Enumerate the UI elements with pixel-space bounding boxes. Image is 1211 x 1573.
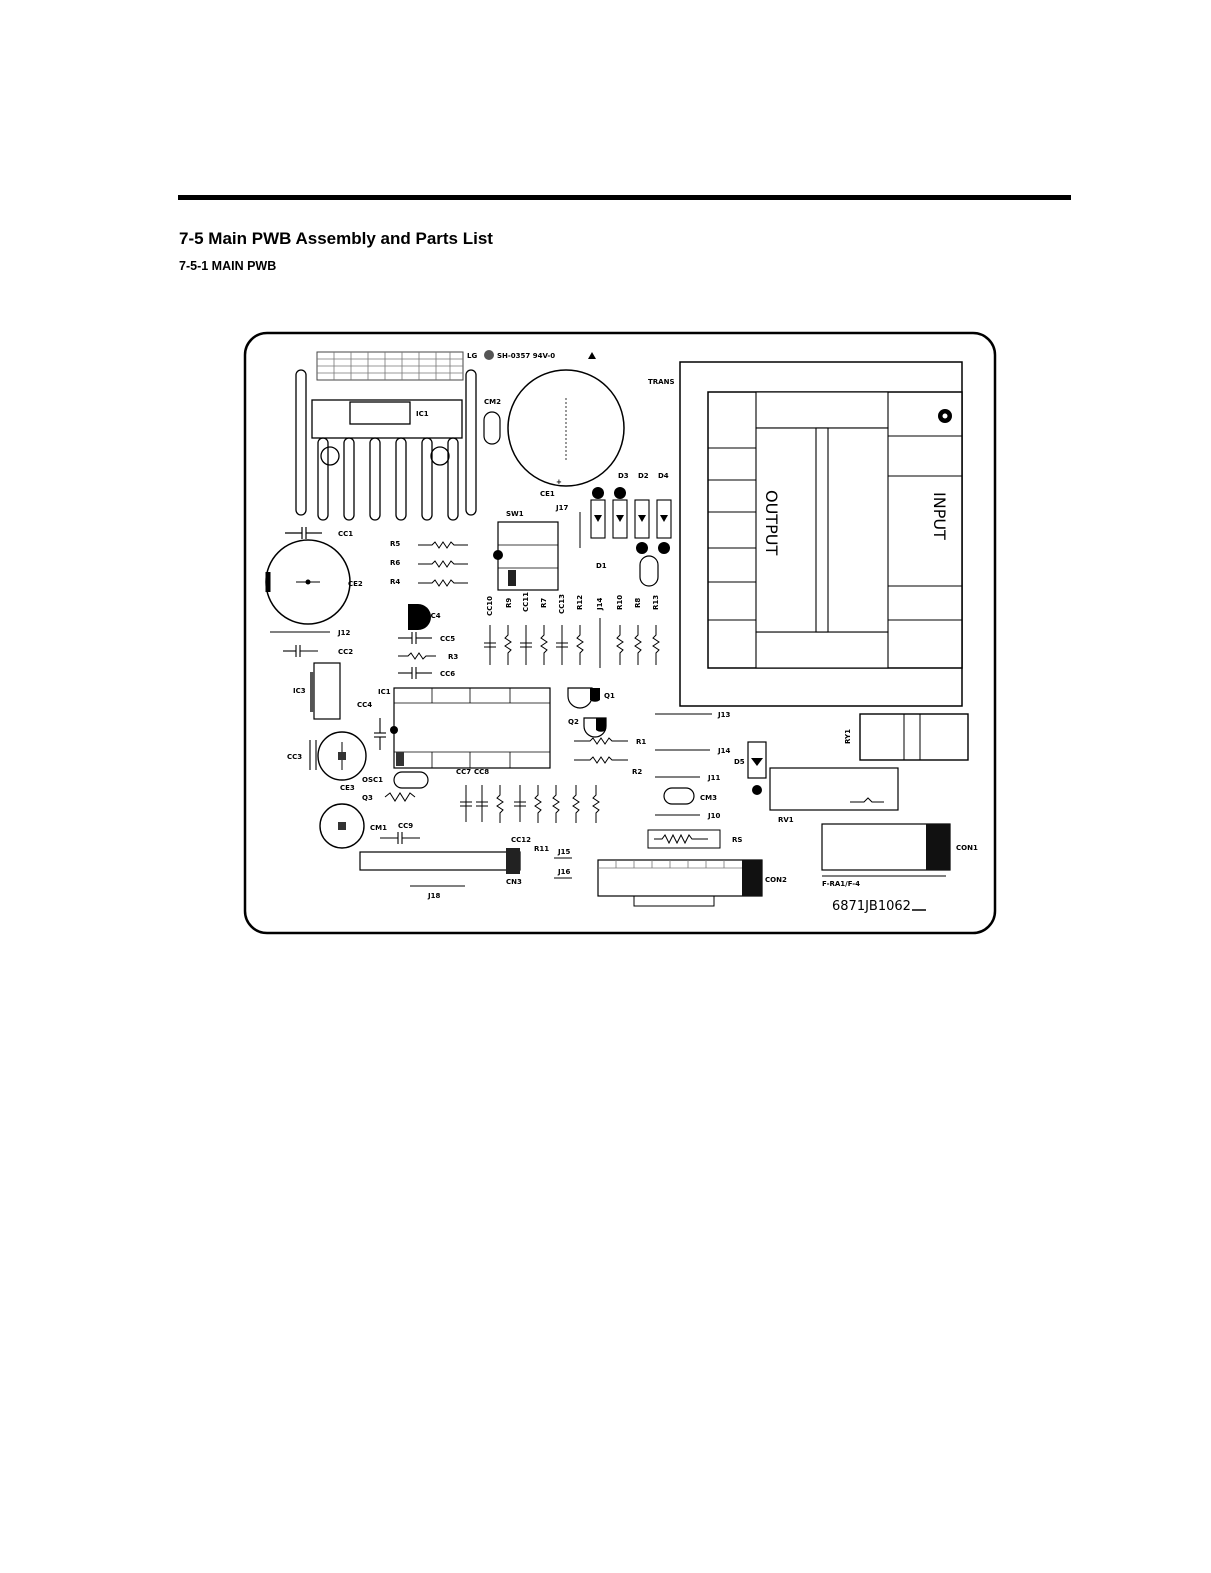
label-ce1: CE1 <box>540 490 555 498</box>
label-cm1: CM1 <box>370 824 387 832</box>
label-ic-main: IC1 <box>378 688 391 696</box>
transformer-output-label: OUTPUT <box>762 490 781 555</box>
board-part-number: 6871JB1062 <box>832 899 911 914</box>
label-cc8: CC8 <box>474 768 489 776</box>
label-cc4: CC4 <box>357 701 372 709</box>
label-r4: R4 <box>390 578 400 586</box>
relay-sw1 <box>497 521 559 591</box>
section-title: 7-5 Main PWB Assembly and Parts List <box>179 229 493 248</box>
label-cc9: CC9 <box>398 822 413 830</box>
label-con1: CON1 <box>956 844 978 852</box>
capacitor-cm3 <box>663 787 695 805</box>
label-cc3: CC3 <box>287 753 302 761</box>
label-r1: R1 <box>636 738 646 746</box>
capacitor-cm2 <box>483 411 501 445</box>
label-j15: J15 <box>557 848 570 856</box>
svg-text:R9: R9 <box>505 598 513 608</box>
label-ce2: CE2 <box>348 580 363 588</box>
label-d1: D1 <box>596 562 607 570</box>
label-d5: D5 <box>734 758 745 766</box>
resistor-rs <box>647 829 721 849</box>
label-j11: J11 <box>707 774 720 782</box>
section-subtitle: 7-5-1 MAIN PWB <box>179 259 277 273</box>
label-d4: D4 <box>658 472 669 480</box>
svg-text:R8: R8 <box>634 598 642 608</box>
connector-cn3 <box>359 851 521 871</box>
label-osc1: OSC1 <box>362 776 383 784</box>
svg-text:R7: R7 <box>540 598 548 608</box>
transistor-q1 <box>567 687 593 709</box>
svg-text:CC10: CC10 <box>486 596 494 616</box>
label-ic4: IC4 <box>428 612 441 620</box>
heatsink <box>295 369 477 521</box>
label-r5: R5 <box>390 540 400 548</box>
transformer-name: TRANS <box>648 378 674 386</box>
label-ce3: CE3 <box>340 784 355 792</box>
label-q1: Q1 <box>604 692 615 700</box>
label-cn3: CN3 <box>506 878 522 886</box>
svg-text:R12: R12 <box>576 595 584 610</box>
svg-text:J14: J14 <box>596 598 604 611</box>
svg-text:R10: R10 <box>616 595 624 610</box>
label-j13: J13 <box>717 711 730 719</box>
label-cm2: CM2 <box>484 398 501 406</box>
ic-ic3 <box>313 662 341 720</box>
label-cc2: CC2 <box>338 648 353 656</box>
capacitor-cm-small <box>639 555 659 587</box>
label-j14: J14 <box>717 747 730 755</box>
label-d3: D3 <box>618 472 629 480</box>
label-j16: J16 <box>557 868 570 876</box>
relay-ry1 <box>859 713 969 761</box>
warning-triangle-icon <box>588 352 596 359</box>
label-con2: CON2 <box>765 876 787 884</box>
label-cc5: CC5 <box>440 635 455 643</box>
label-d2: D2 <box>638 472 649 480</box>
oscillator-osc1 <box>393 771 429 789</box>
label-j10: J10 <box>707 812 720 820</box>
label-q3: Q3 <box>362 794 373 802</box>
label-r3: R3 <box>448 653 458 661</box>
header-rule <box>178 195 1071 200</box>
label-r11: R11 <box>534 845 549 853</box>
label-r2: R2 <box>632 768 642 776</box>
label-cc1: CC1 <box>338 530 353 538</box>
label-cc12: CC12 <box>511 836 531 844</box>
label-cc6: CC6 <box>440 670 455 678</box>
varistor-rv1 <box>769 767 899 811</box>
svg-text:R13: R13 <box>652 595 660 610</box>
label-ic3: IC3 <box>293 687 306 695</box>
label-cc7: CC7 <box>456 768 471 776</box>
label-q2: Q2 <box>568 718 579 726</box>
label-fuse: F-RA1/F-4 <box>822 880 860 888</box>
ic-ic2 <box>393 687 551 769</box>
label-ry1: RY1 <box>844 729 852 744</box>
label-rs: RS <box>732 836 742 844</box>
label-j12: J12 <box>337 629 350 637</box>
transformer-input-label: INPUT <box>930 492 949 540</box>
connector-con2 <box>597 859 763 897</box>
label-cm3: CM3 <box>700 794 717 802</box>
svg-text:CC13: CC13 <box>558 594 566 614</box>
label-rv1: RV1 <box>778 816 794 824</box>
label-j17: J17 <box>555 504 568 512</box>
maker-mark: LG <box>467 352 477 360</box>
label-sw1: SW1 <box>506 510 524 518</box>
label-r6: R6 <box>390 559 400 567</box>
ul-logo-icon <box>484 350 494 360</box>
svg-text:CC11: CC11 <box>522 592 530 612</box>
ic-ic4 <box>408 604 431 630</box>
svg-text:+: + <box>556 478 562 486</box>
label-ic1: IC1 <box>416 410 429 418</box>
top-marking: SH-0357 94V-0 <box>497 352 555 360</box>
label-j18: J18 <box>427 892 440 900</box>
